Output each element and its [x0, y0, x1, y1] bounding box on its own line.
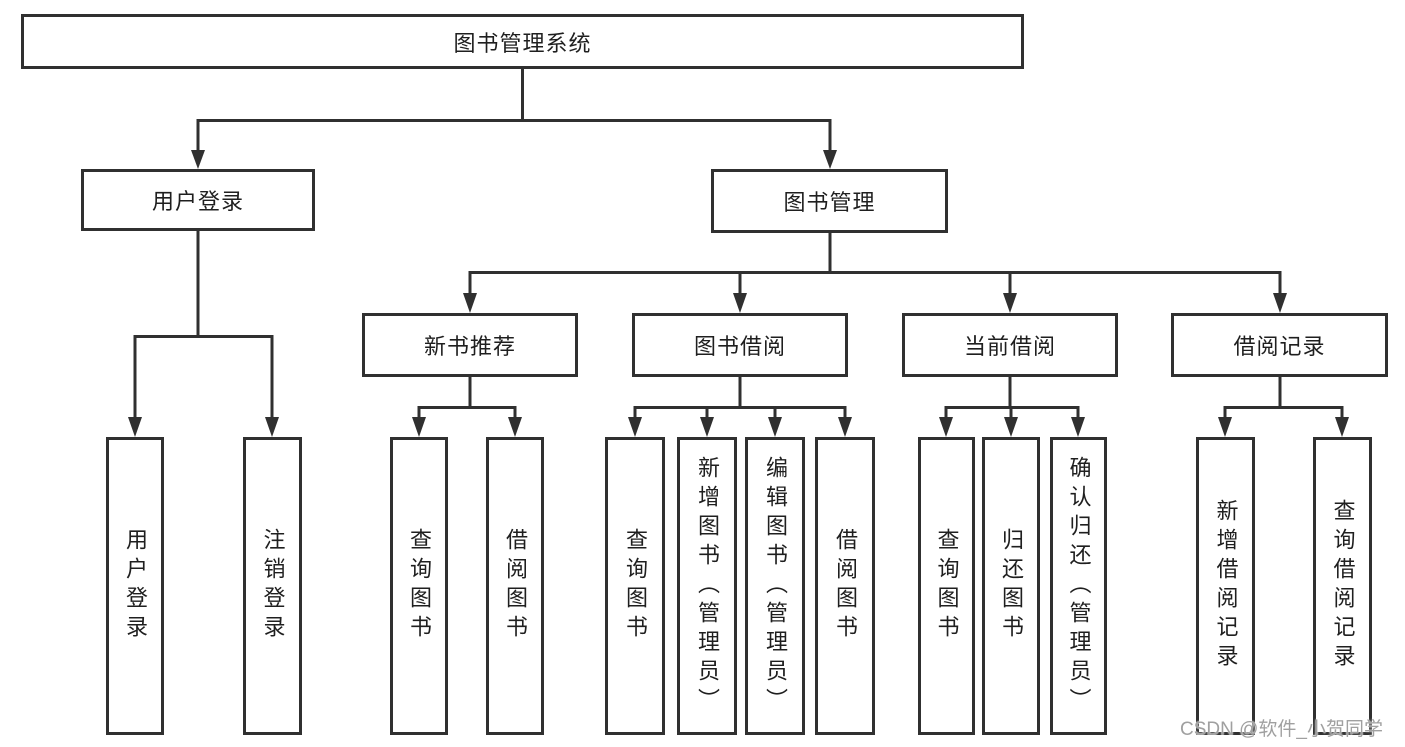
- leaf-return-books-label: 归还图书: [999, 528, 1024, 644]
- leaf-query-books-recommend-label: 查询图书: [407, 528, 432, 644]
- connector-new-book-children: [412, 377, 522, 437]
- node-borrowing-records-label: 借阅记录: [1233, 334, 1326, 359]
- leaf-borrow-books: 借阅图书: [815, 437, 875, 735]
- node-user-login-label: 用户登录: [151, 189, 244, 214]
- leaf-logout: 注销登录: [243, 437, 302, 735]
- connector-book-management-children: [463, 233, 1287, 313]
- leaf-add-borrow-record: 新增借阅记录: [1196, 437, 1255, 735]
- node-current-borrowing-label: 当前借阅: [963, 334, 1056, 359]
- leaf-query-books-recommend: 查询图书: [390, 437, 448, 735]
- node-book-borrowing-label: 图书借阅: [693, 334, 786, 359]
- leaf-query-books-current: 查询图书: [918, 437, 975, 735]
- leaf-borrow-books-label: 借阅图书: [833, 528, 858, 644]
- connector-user-login-children: [128, 231, 279, 437]
- leaf-query-borrow-record: 查询借阅记录: [1313, 437, 1372, 735]
- leaf-borrow-books-recommend-label: 借阅图书: [503, 528, 528, 644]
- leaf-query-books-borrow-label: 查询图书: [623, 528, 648, 644]
- leaf-add-books-admin-label: 新增图书（管理员）: [695, 455, 720, 717]
- leaf-add-borrow-record-label: 新增借阅记录: [1213, 499, 1239, 673]
- connector-borrowing-records-children: [1218, 377, 1349, 437]
- node-root: 图书管理系统: [21, 14, 1024, 69]
- leaf-user-login: 用户登录: [106, 437, 164, 735]
- leaf-query-books-borrow: 查询图书: [605, 437, 665, 735]
- node-root-label: 图书管理系统: [453, 30, 592, 56]
- connector-root-to-level1: [191, 69, 837, 169]
- leaf-query-borrow-record-label: 查询借阅记录: [1330, 499, 1356, 673]
- node-new-book-recommendation: 新书推荐: [362, 313, 578, 377]
- connector-current-borrowing-children: [939, 377, 1085, 437]
- leaf-confirm-return-admin-label: 确认归还（管理员）: [1066, 455, 1092, 717]
- leaf-query-books-current-label: 查询图书: [934, 528, 960, 644]
- leaf-logout-label: 注销登录: [260, 528, 286, 644]
- leaf-return-books: 归还图书: [982, 437, 1040, 735]
- connector-book-borrowing-children: [628, 377, 852, 437]
- node-current-borrowing: 当前借阅: [902, 313, 1118, 377]
- node-user-login: 用户登录: [81, 169, 315, 231]
- csdn-watermark: CSDN @软件_小贺同学: [1180, 719, 1383, 740]
- leaf-user-login-label: 用户登录: [123, 528, 148, 644]
- node-book-borrowing: 图书借阅: [632, 313, 848, 377]
- node-book-management: 图书管理: [711, 169, 948, 233]
- leaf-edit-books-admin: 编辑图书（管理员）: [745, 437, 805, 735]
- leaf-add-books-admin: 新增图书（管理员）: [677, 437, 737, 735]
- node-book-management-label: 图书管理: [783, 190, 876, 215]
- leaf-edit-books-admin-label: 编辑图书（管理员）: [763, 455, 788, 717]
- leaf-confirm-return-admin: 确认归还（管理员）: [1050, 437, 1107, 735]
- node-borrowing-records: 借阅记录: [1171, 313, 1388, 377]
- leaf-borrow-books-recommend: 借阅图书: [486, 437, 544, 735]
- node-new-book-recommendation-label: 新书推荐: [423, 334, 516, 359]
